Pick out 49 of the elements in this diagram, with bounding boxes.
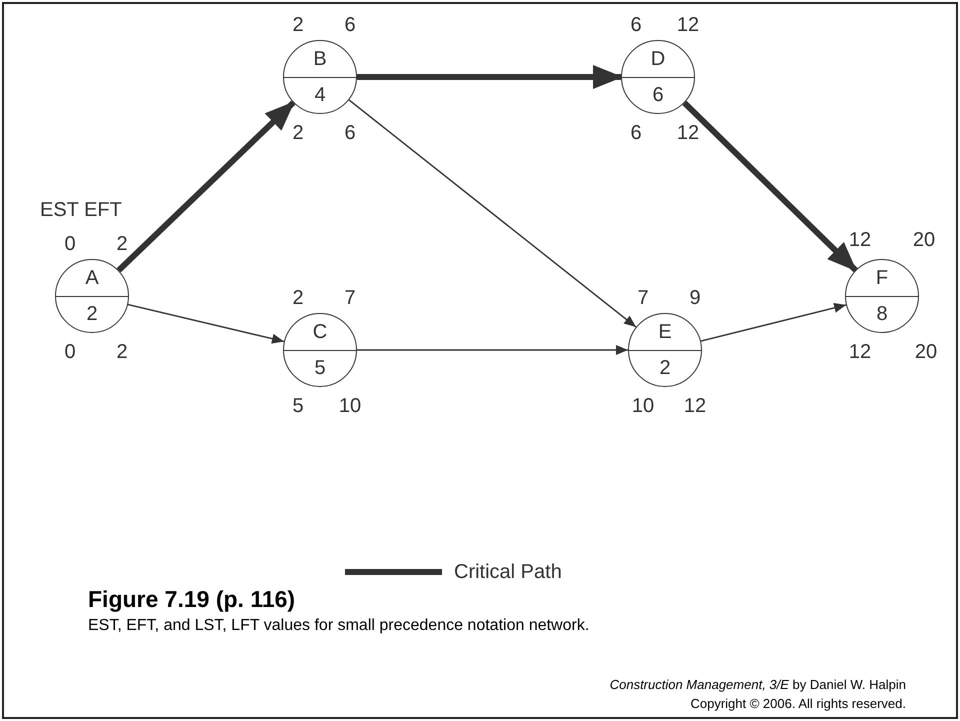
figure-caption: EST, EFT, and LST, LFT values for small precedence notation network.: [88, 618, 590, 634]
time-value: 12: [848, 342, 872, 362]
credit-line: Construction Management, 3/E by Daniel W. Halpin: [610, 678, 906, 691]
arrow: [128, 304, 284, 344]
legend-text: Critical Path: [454, 562, 562, 582]
activity-letter: E: [658, 322, 672, 342]
time-value: 0: [64, 234, 76, 254]
arrow: [348, 99, 636, 328]
time-value: 6: [344, 123, 356, 143]
time-value: 7: [344, 288, 356, 308]
activity-letter: D: [650, 48, 666, 69]
activity-duration: 2: [86, 304, 98, 324]
activity-duration: 5: [314, 358, 326, 378]
time-value: 6: [630, 15, 642, 35]
arrow: [116, 100, 296, 273]
activity-letter: B: [313, 48, 327, 69]
time-value: 12: [676, 123, 700, 143]
time-value: 20: [914, 342, 938, 362]
time-value: 0: [64, 342, 76, 362]
arrow: [357, 345, 628, 355]
time-value: 10: [632, 396, 654, 416]
time-value: 12: [684, 396, 706, 416]
activity-duration: 2: [659, 358, 671, 378]
time-value: 2: [292, 123, 304, 143]
time-value: 2: [116, 234, 128, 254]
activity-duration: 4: [314, 85, 326, 106]
time-value: 9: [689, 288, 701, 308]
arrow: [357, 65, 623, 89]
activity-duration: 6: [652, 85, 664, 106]
activity-letter: F: [876, 268, 888, 288]
column-heading: EST EFT: [40, 200, 122, 220]
time-value: 5: [292, 396, 304, 416]
time-value: 10: [338, 396, 362, 416]
time-value: 2: [292, 288, 304, 308]
time-value: 20: [912, 230, 936, 250]
credit-line: Copyright © 2006. All rights reserved.: [690, 697, 906, 710]
time-value: 7: [637, 288, 649, 308]
time-value: 6: [344, 15, 356, 35]
arrow: [682, 100, 858, 272]
activity-letter: C: [312, 322, 328, 342]
figure-title: Figure 7.19 (p. 116): [88, 588, 296, 611]
activity-duration: 8: [876, 304, 888, 324]
time-value: 2: [116, 342, 128, 362]
time-value: 12: [848, 230, 872, 250]
time-value: 2: [292, 15, 304, 35]
activity-letter: A: [85, 268, 99, 288]
time-value: 6: [630, 123, 642, 143]
time-value: 12: [676, 15, 700, 35]
arrow: [700, 302, 846, 342]
